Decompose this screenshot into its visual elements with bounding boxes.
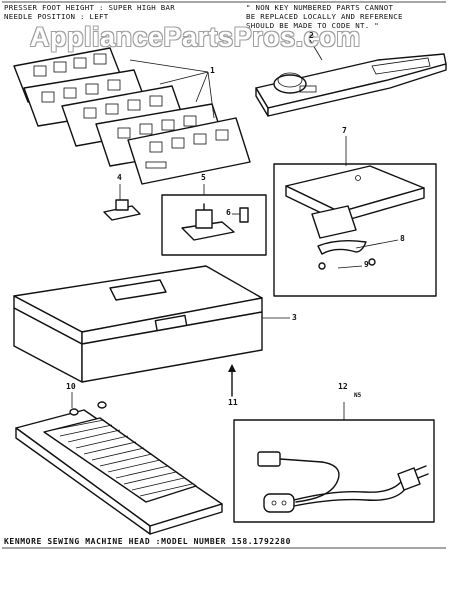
kit-arrow-icon — [228, 364, 236, 397]
callout-9: 9 — [364, 260, 369, 269]
pattern-cams-icon — [13, 47, 251, 185]
callout-12-sub: N5 — [354, 392, 362, 399]
presser-foot-icon — [103, 184, 141, 221]
accessory-box-icon — [13, 265, 290, 383]
foot-control-icon — [15, 392, 223, 535]
power-cord-icon — [233, 402, 435, 523]
callout-5: 5 — [201, 173, 206, 182]
callout-11: 11 — [228, 398, 238, 407]
model-caption: KENMORE SEWING MACHINE HEAD :MODEL NUMBE… — [4, 537, 292, 546]
callout-3: 3 — [292, 313, 297, 322]
watermark-logo: AppliancePartsPros.com — [30, 22, 361, 52]
callout-6: 6 — [226, 208, 231, 217]
callout-12: 12 — [338, 382, 348, 391]
feed-cover-plate-icon — [273, 136, 437, 297]
callout-7: 7 — [342, 126, 347, 135]
extension-table-icon — [255, 39, 447, 117]
callout-4: 4 — [117, 173, 122, 182]
callout-8: 8 — [400, 234, 405, 243]
callout-2: 2 — [309, 31, 314, 40]
callout-10: 10 — [66, 382, 76, 391]
callout-1: 1 — [210, 66, 215, 75]
buttonhole-foot-icon — [161, 184, 267, 256]
